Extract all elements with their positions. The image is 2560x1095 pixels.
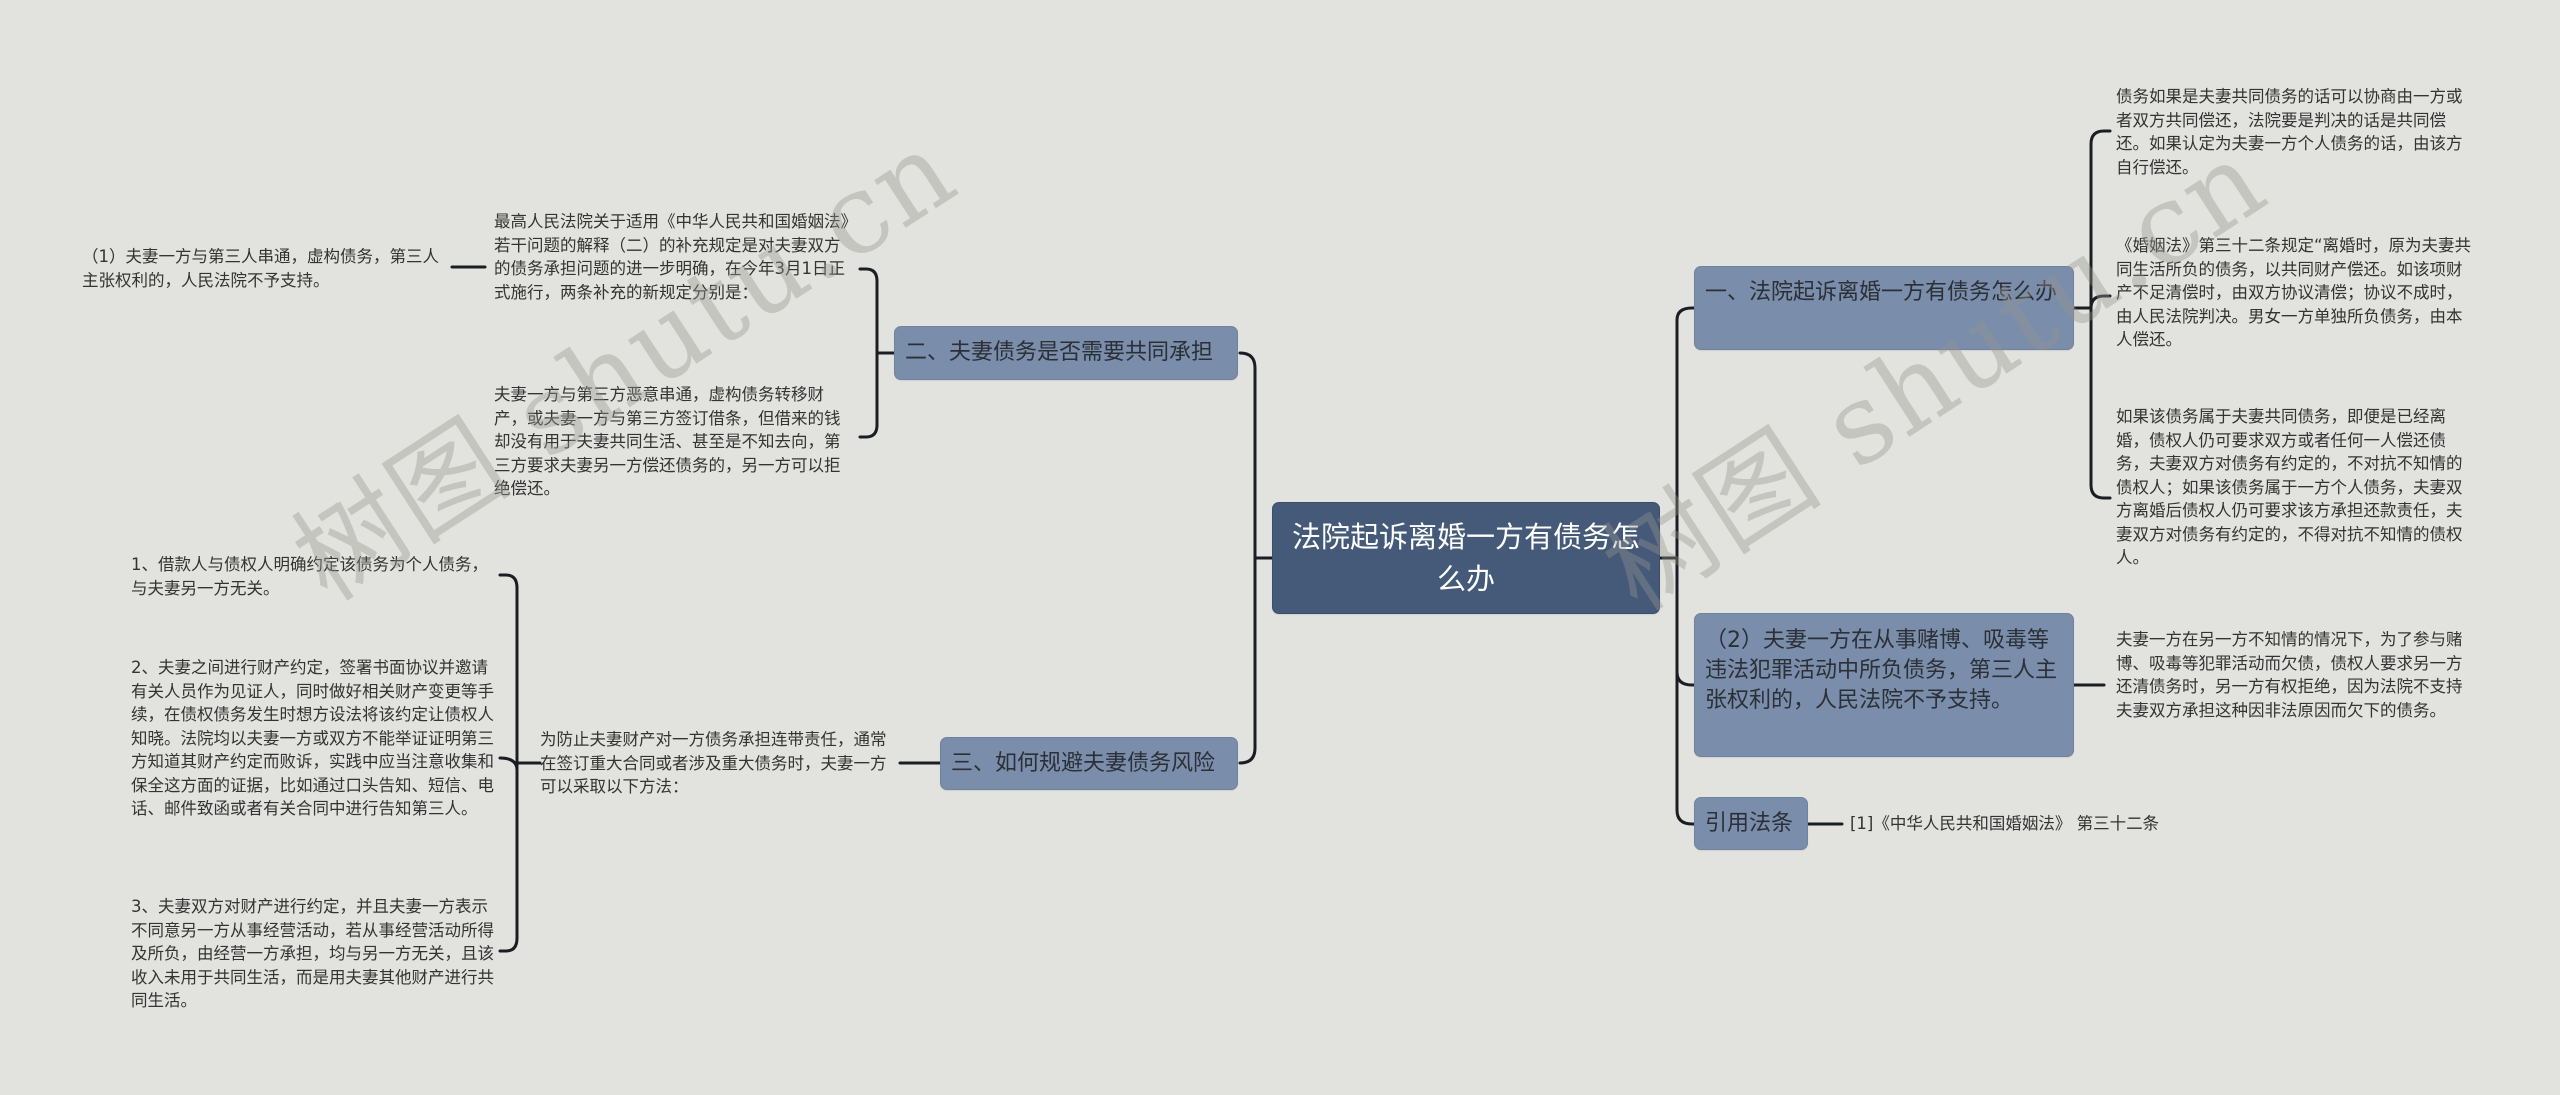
branch-label: 二、夫妻债务是否需要共同承担: [905, 340, 1214, 365]
branch-node-cited-law[interactable]: 引用法条: [1694, 797, 1808, 850]
watermark: 树图 shutu.cn: [272, 105, 978, 625]
root-label: 法院起诉离婚一方有债务怎么办: [1291, 520, 1640, 596]
leaf-text-method-2: 2、夫妻之间进行财产约定，签署书面协议并邀请有关人员作为见证人，同时做好相关财产…: [131, 658, 494, 818]
leaf-text-citation: [1]《中华人民共和国婚姻法》 第三十二条: [1850, 814, 2160, 833]
leaf-text-judicial-interpretation: 最高人民法院关于适用《中华人民共和国婚姻法》若干问题的解释（二）的补充规定是对夫…: [494, 212, 849, 302]
branch-node-debt-sharing[interactable]: 二、夫妻债务是否需要共同承担: [894, 326, 1238, 380]
leaf-text-marriage-law-article-32: 《婚姻法》第三十二条规定“离婚时，原为夫妻共同生活所负的债务，以共同财产偿还。如…: [2116, 236, 2472, 349]
branch-label: 三、如何规避夫妻债务风险: [951, 750, 1216, 776]
root-node[interactable]: 法院起诉离婚一方有债务怎么办: [1272, 502, 1660, 614]
leaf-text-malicious-collusion: 夫妻一方与第三方恶意串通，虚构债务转移财产，或夫妻一方与第三方签订借条，但借来的…: [494, 385, 841, 498]
leaf-text-joint-vs-personal-debt: 如果该债务属于夫妻共同债务，即便是已经离婚，债权人仍可要求双方或者任何一人偿还债…: [2116, 407, 2463, 567]
leaf-text-method-1: 1、借款人与债权人明确约定该债务为个人债务，与夫妻另一方无关。: [131, 555, 488, 598]
branch-label: （2）夫妻一方在从事赌博、吸毒等违法犯罪活动中所负债务，第三人主张权利的，人民法…: [1705, 628, 2058, 713]
leaf-text-method-3: 3、夫妻双方对财产进行约定，并且夫妻一方表示不同意另一方从事经营活动，若从事经营…: [131, 897, 494, 1010]
leaf-text-illegal-debt-refusal: 夫妻一方在另一方不知情的情况下，为了参与赌博、吸毒等犯罪活动而欠债，债权人要求另…: [2116, 630, 2463, 720]
branch-label: 一、法院起诉离婚一方有债务怎么办: [1705, 280, 2058, 305]
branch-node-how-to-handle[interactable]: 一、法院起诉离婚一方有债务怎么办: [1694, 266, 2074, 350]
leaf-text-repayment: 债务如果是夫妻共同债务的话可以协商由一方或者双方共同偿还，法院要是判决的话是共同…: [2116, 87, 2463, 177]
branch-label: 引用法条: [1705, 810, 1794, 836]
leaf-text-avoid-methods-intro: 为防止夫妻财产对一方债务承担连带责任，通常在签订重大合同或者涉及重大债务时，夫妻…: [540, 730, 887, 796]
leaf-text-collusion-rule: （1）夫妻一方与第三人串通，虚构债务，第三人主张权利的，人民法院不予支持。: [82, 247, 439, 290]
branch-node-avoid-risk[interactable]: 三、如何规避夫妻债务风险: [940, 737, 1238, 790]
branch-node-illegal-activity-debt[interactable]: （2）夫妻一方在从事赌博、吸毒等违法犯罪活动中所负债务，第三人主张权利的，人民法…: [1694, 613, 2074, 757]
